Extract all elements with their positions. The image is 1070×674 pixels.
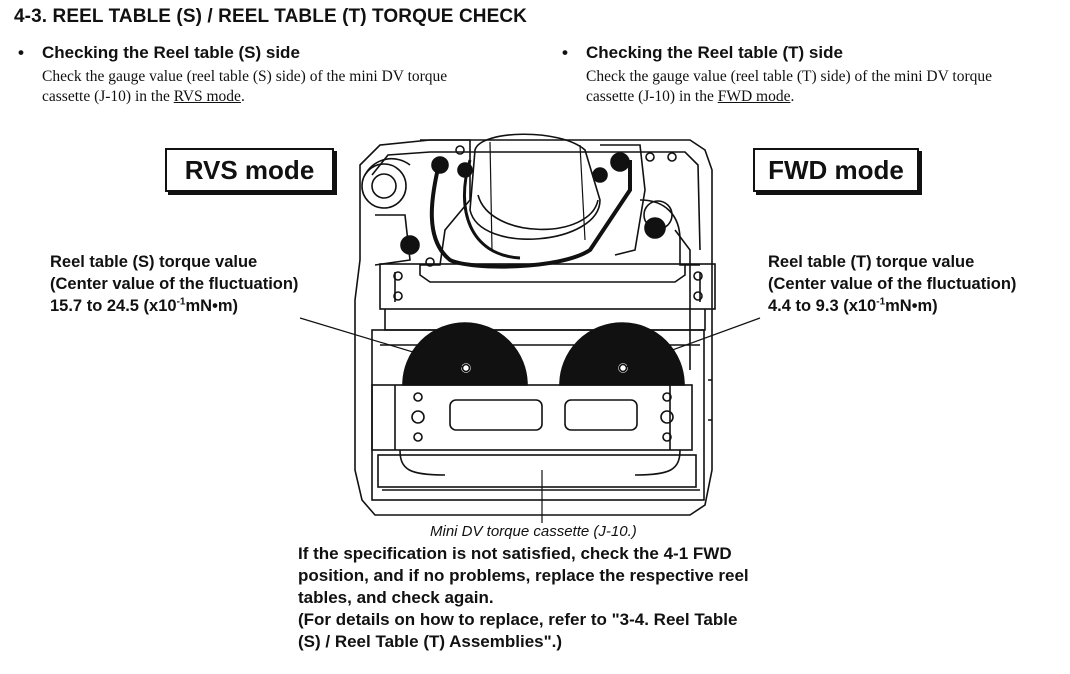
note-line5: (S) / Reel Table (T) Assemblies".): [298, 632, 563, 651]
specification-note: If the specification is not satisfied, c…: [298, 543, 749, 653]
right-body-suffix: .: [790, 88, 795, 105]
callout-t-unit: mN•m): [885, 297, 938, 315]
right-body: Check the gauge value (reel table (T) si…: [586, 67, 992, 107]
right-body-line1: Check the gauge value (reel table (T) si…: [586, 68, 993, 85]
left-heading: Checking the Reel table (S) side: [42, 43, 300, 62]
callout-s-range: 15.7 to 24.5 (x10: [50, 297, 177, 315]
page-title: 4-3. REEL TABLE (S) / REEL TABLE (T) TOR…: [14, 6, 528, 27]
left-body: Check the gauge value (reel table (S) si…: [42, 67, 447, 107]
note-line2: position, and if no problems, replace th…: [298, 566, 749, 585]
left-mode-link: RVS mode: [173, 88, 241, 105]
note-line1: If the specification is not satisfied, c…: [298, 544, 732, 563]
callout-s-exponent: -1: [176, 296, 186, 308]
callout-s-line2: (Center value of the fluctuation): [50, 275, 299, 293]
callout-t-line3: 4.4 to 9.3 (x10-1mN•m): [768, 295, 1016, 317]
note-line4: (For details on how to replace, refer to…: [298, 610, 738, 629]
reel-s: [402, 322, 528, 386]
right-body-prefix: cassette (J-10) in the: [586, 88, 718, 105]
right-heading: Checking the Reel table (T) side: [586, 43, 843, 62]
left-body-suffix: .: [240, 88, 245, 105]
cassette-caption: Mini DV torque cassette (J-10.): [430, 523, 637, 540]
upper-plate: [379, 263, 716, 310]
callout-reel-s: Reel table (S) torque value (Center valu…: [50, 251, 298, 317]
right-body-line2: cassette (J-10) in the FWD mode.: [586, 87, 992, 107]
callout-s-unit: mN•m): [185, 297, 239, 315]
reel-t: [559, 322, 685, 386]
rvs-mode-label: RVS mode: [165, 148, 334, 192]
fwd-mode-label: FWD mode: [753, 148, 919, 192]
left-body-line1: Check the gauge value (reel table (S) si…: [42, 68, 448, 85]
cassette-window-frame: [371, 384, 693, 451]
tape-path-left: [429, 159, 632, 269]
bullet-left: •: [18, 43, 24, 62]
callout-t-line2: (Center value of the fluctuation): [768, 275, 1017, 293]
left-roller: [361, 163, 407, 209]
leader-t: [622, 317, 761, 369]
bullet-right: •: [562, 43, 568, 62]
leader-s: [299, 317, 467, 369]
guide-post: [431, 156, 449, 174]
callout-t-range: 4.4 to 9.3 (x10: [768, 297, 877, 315]
right-mode-link: FWD mode: [717, 88, 791, 105]
window-left: [449, 399, 543, 431]
left-body-prefix: cassette (J-10) in the: [42, 88, 174, 105]
note-line3: tables, and check again.: [298, 588, 494, 607]
window-right: [564, 399, 638, 431]
callout-reel-t: Reel table (T) torque value (Center valu…: [768, 251, 1016, 317]
chassis-outline: [354, 139, 713, 516]
chassis-inner-outline: [371, 151, 701, 251]
callout-t-line1: Reel table (T) torque value: [768, 253, 975, 271]
callout-s-line3: 15.7 to 24.5 (x10-1mN•m): [50, 295, 298, 317]
left-body-line2: cassette (J-10) in the RVS mode.: [42, 87, 447, 107]
callout-t-exponent: -1: [876, 296, 886, 308]
callout-s-line1: Reel table (S) torque value: [50, 253, 258, 271]
